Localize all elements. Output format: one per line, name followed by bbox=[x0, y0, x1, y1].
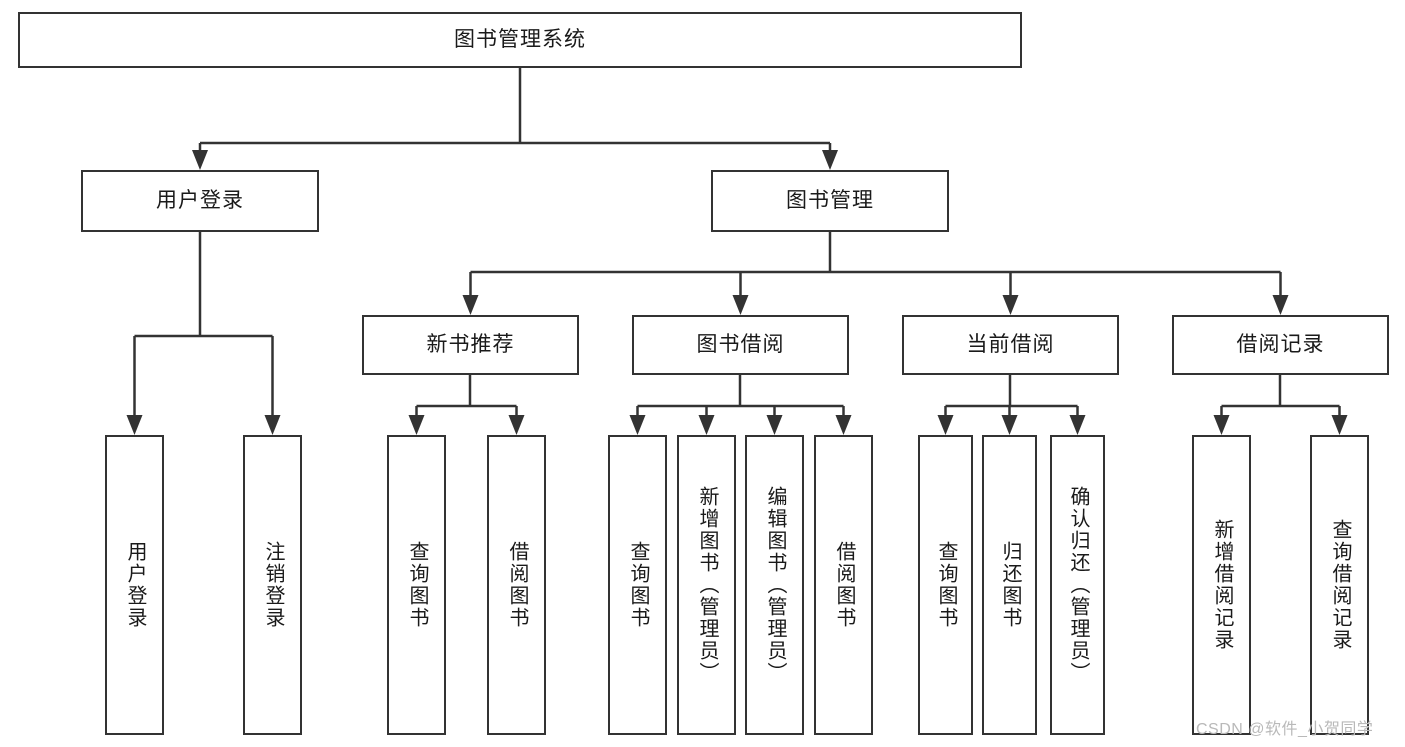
node-label: 新增图书（管理员） bbox=[696, 486, 718, 684]
watermark-text: CSDN @软件_小贺同学 bbox=[1196, 721, 1374, 738]
node-label: 借阅图书 bbox=[833, 541, 855, 629]
node-box[interactable]: 图书借阅 bbox=[632, 315, 849, 375]
node-label: 图书管理 bbox=[786, 189, 874, 213]
node-box[interactable]: 借阅图书 bbox=[814, 435, 873, 735]
node-box[interactable]: 查询图书 bbox=[387, 435, 446, 735]
node-box[interactable]: 用户登录 bbox=[81, 170, 319, 232]
node-box[interactable]: 新书推荐 bbox=[362, 315, 579, 375]
node-label: 图书借阅 bbox=[696, 333, 785, 357]
node-label: 查询图书 bbox=[627, 541, 649, 629]
node-box[interactable]: 查询图书 bbox=[918, 435, 973, 735]
node-label: 用户登录 bbox=[124, 541, 146, 629]
node-label: 确认归还（管理员） bbox=[1067, 486, 1089, 684]
node-box[interactable]: 查询借阅记录 bbox=[1310, 435, 1369, 735]
node-box[interactable]: 新增借阅记录 bbox=[1192, 435, 1251, 735]
node-label: 当前借阅 bbox=[966, 333, 1055, 357]
node-box[interactable]: 确认归还（管理员） bbox=[1050, 435, 1105, 735]
node-box[interactable]: 归还图书 bbox=[982, 435, 1037, 735]
node-label: 借阅图书 bbox=[506, 541, 528, 629]
node-box[interactable]: 查询图书 bbox=[608, 435, 667, 735]
node-label: 借阅记录 bbox=[1236, 333, 1325, 357]
node-label: 归还图书 bbox=[999, 541, 1021, 629]
node-label: 查询借阅记录 bbox=[1329, 519, 1351, 651]
node-box[interactable]: 新增图书（管理员） bbox=[677, 435, 736, 735]
node-label: 注销登录 bbox=[262, 541, 284, 629]
node-label: 查询图书 bbox=[406, 541, 428, 629]
node-label: 编辑图书（管理员） bbox=[764, 486, 786, 684]
node-box[interactable]: 编辑图书（管理员） bbox=[745, 435, 804, 735]
node-box[interactable]: 图书管理系统 bbox=[18, 12, 1022, 68]
node-box[interactable]: 借阅图书 bbox=[487, 435, 546, 735]
node-box[interactable]: 用户登录 bbox=[105, 435, 164, 735]
node-label: 新书推荐 bbox=[426, 333, 515, 357]
node-box[interactable]: 借阅记录 bbox=[1172, 315, 1389, 375]
node-box[interactable]: 注销登录 bbox=[243, 435, 302, 735]
node-box[interactable]: 当前借阅 bbox=[902, 315, 1119, 375]
node-label: 图书管理系统 bbox=[454, 28, 586, 52]
node-label: 新增借阅记录 bbox=[1211, 519, 1233, 651]
node-label: 用户登录 bbox=[156, 189, 244, 213]
node-label: 查询图书 bbox=[935, 541, 957, 629]
node-box[interactable]: 图书管理 bbox=[711, 170, 949, 232]
